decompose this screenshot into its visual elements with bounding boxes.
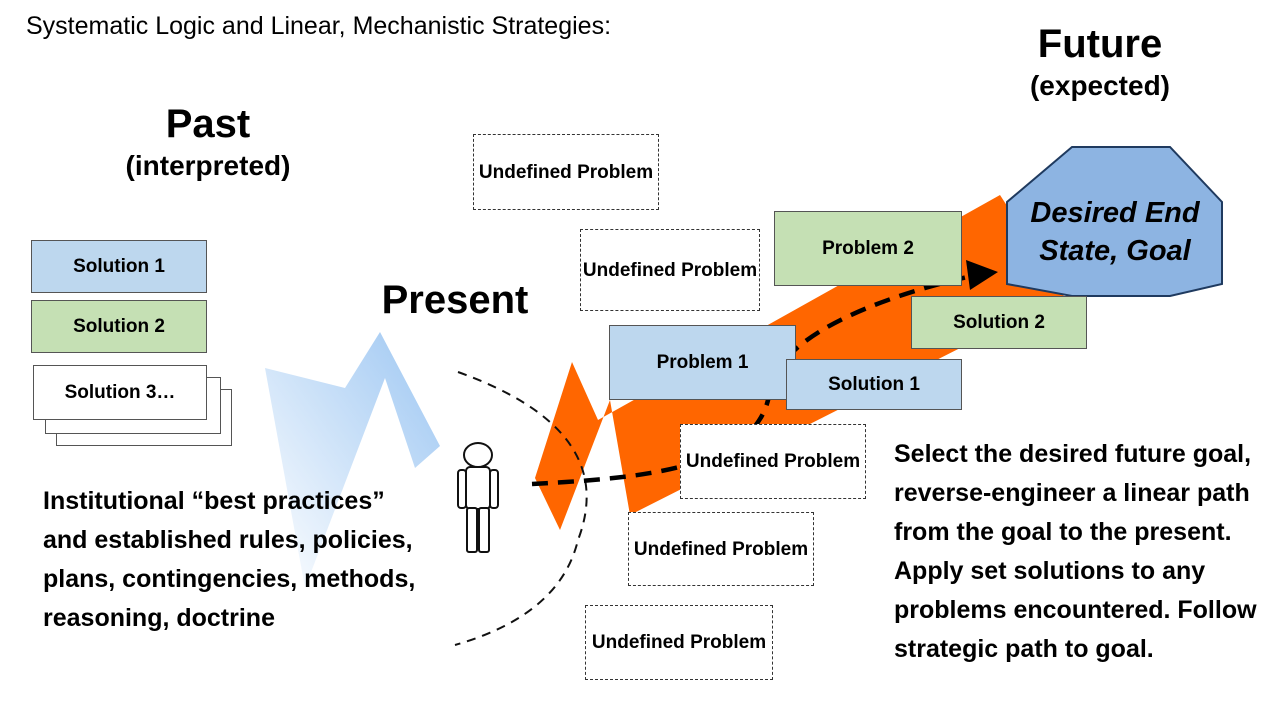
past-subheading: (interpreted)	[125, 150, 291, 181]
person-icon	[457, 442, 499, 553]
undefined-problem-2: Undefined Problem	[580, 229, 760, 311]
blue-gradient-arrow	[265, 332, 440, 588]
dashed-path-arrowhead	[966, 260, 998, 290]
undefined-problem-4: Undefined Problem	[628, 512, 814, 586]
goal-octagon	[1006, 146, 1223, 297]
path-problem-2: Problem 2	[774, 211, 962, 286]
present-heading: Present	[381, 278, 529, 322]
past-heading: Past	[165, 102, 251, 146]
undefined-problem-5: Undefined Problem	[585, 605, 773, 680]
present-dashed-arc	[454, 371, 588, 646]
path-problem-1: Problem 1	[609, 325, 796, 400]
left-description: Institutional “best practices” and estab…	[43, 487, 416, 632]
future-subheading: (expected)	[1029, 70, 1171, 101]
goal-label: Desired End State, Goal	[1030, 197, 1200, 267]
past-solution-2: Solution 2	[31, 300, 207, 353]
right-description: Select the desired future goal, reverse-…	[894, 440, 1257, 663]
past-solution-3: Solution 3…	[33, 365, 207, 420]
past-solution-1: Solution 1	[31, 240, 207, 293]
undefined-problem-1: Undefined Problem	[473, 134, 659, 210]
future-heading: Future	[1037, 22, 1163, 66]
path-solution-1: Solution 1	[786, 359, 962, 410]
undefined-problem-3: Undefined Problem	[680, 424, 866, 499]
page-title: Systematic Logic and Linear, Mechanistic…	[26, 12, 612, 40]
path-solution-2: Solution 2	[911, 296, 1087, 349]
